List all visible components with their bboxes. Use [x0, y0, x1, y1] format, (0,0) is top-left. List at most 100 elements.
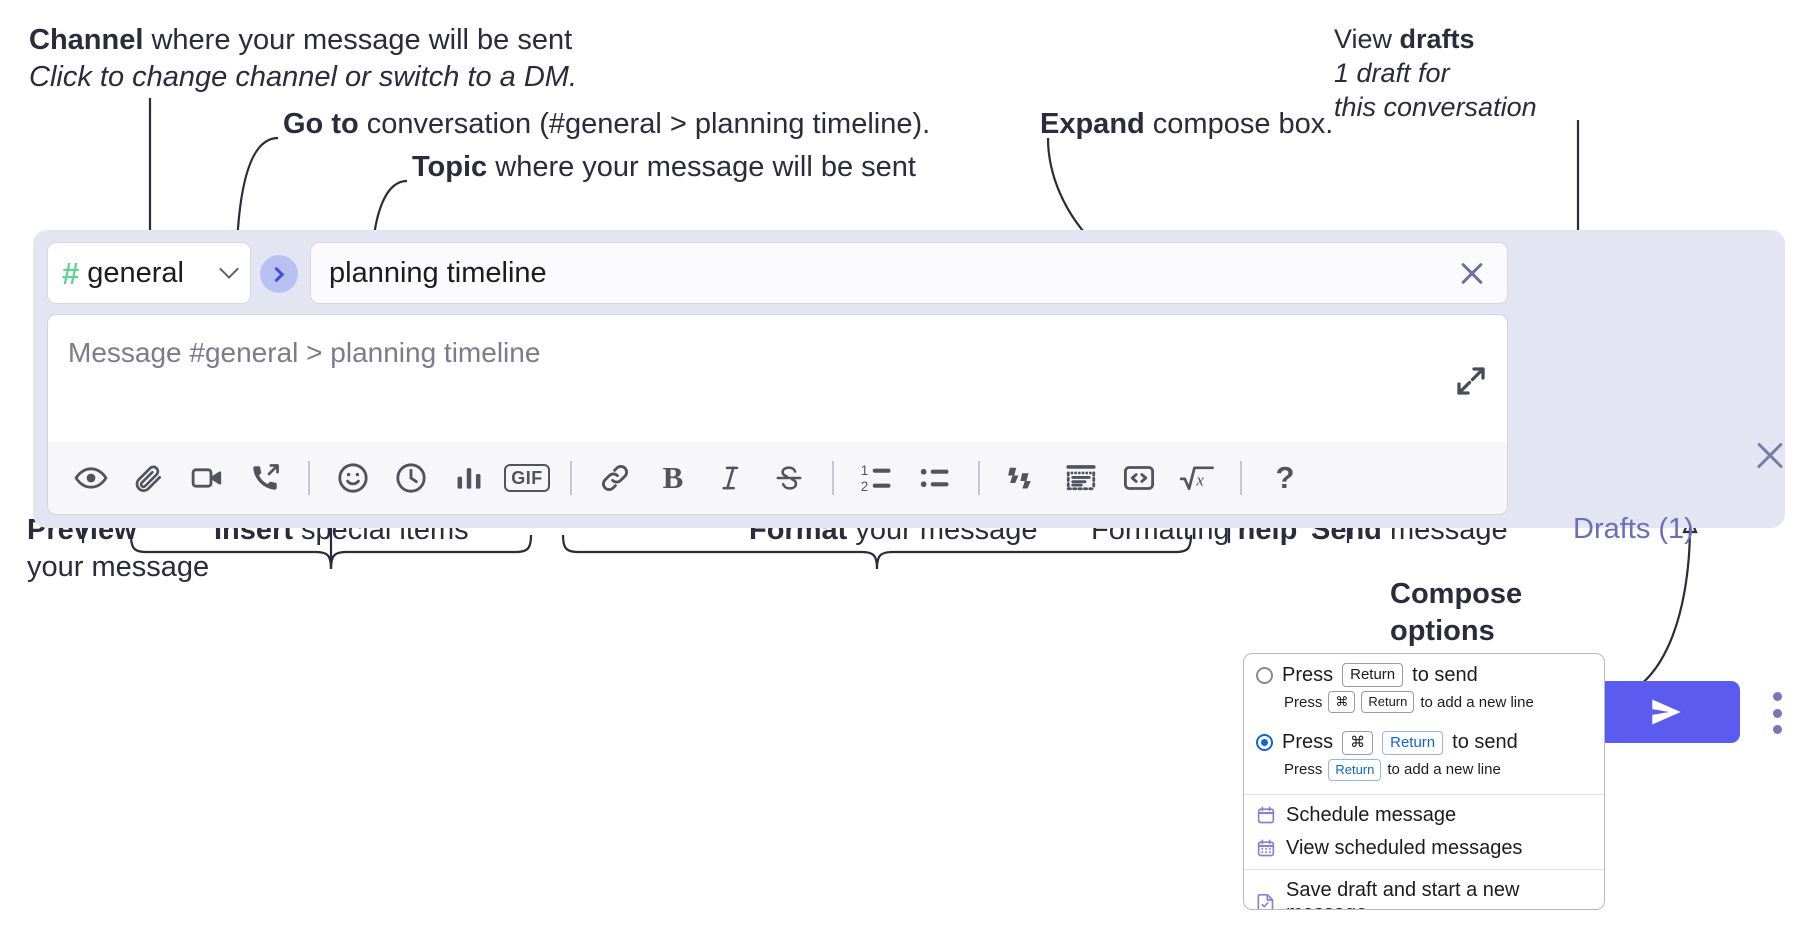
video-icon[interactable]	[178, 451, 236, 505]
close-icon[interactable]	[1751, 437, 1789, 475]
radio-button[interactable]	[1256, 666, 1273, 684]
compose-options-menu: Press Return to send Press ⌘ Return to a…	[1243, 653, 1605, 910]
inline-code-icon[interactable]	[1110, 451, 1168, 505]
menu-divider	[1244, 793, 1604, 795]
menu-divider	[1244, 868, 1604, 870]
svg-text:2: 2	[861, 479, 868, 494]
menu-item-label: View scheduled messages	[1286, 836, 1523, 859]
goto-conversation-button[interactable]	[260, 255, 298, 293]
formatting-toolbar: GIF B	[48, 442, 1507, 514]
annotation-preview-rest: your message	[27, 550, 210, 583]
chevron-right-icon	[268, 266, 284, 282]
option-2-sub-action: to add a new line	[1387, 761, 1501, 779]
annotation-goto: Go to conversation (#general > planning …	[283, 106, 983, 143]
blockquote-icon[interactable]	[994, 451, 1052, 505]
svg-text:x: x	[1195, 471, 1204, 490]
close-icon[interactable]	[1455, 256, 1489, 290]
radio-button-selected[interactable]	[1256, 734, 1273, 752]
annotation-goto-rest: conversation (#general > planning timeli…	[358, 108, 931, 140]
key-return: Return	[1342, 663, 1404, 688]
toolbar-divider	[978, 461, 980, 495]
option-1-action: to send	[1412, 663, 1478, 686]
schedule-clock-icon[interactable]	[382, 451, 440, 505]
option-1-sub-press: Press	[1284, 693, 1323, 711]
bold-label: B	[662, 460, 684, 495]
annotation-drafts: View drafts 1 draft for this conversatio…	[1334, 22, 1804, 124]
poll-icon[interactable]	[440, 451, 498, 505]
annotation-expand-rest: compose box.	[1144, 108, 1334, 140]
key-return: Return	[1361, 691, 1415, 713]
menu-item-schedule-message[interactable]: Schedule message	[1244, 799, 1604, 832]
annotation-compose-options-bold-1: Compose	[1390, 578, 1523, 610]
code-block-icon[interactable]	[1052, 451, 1110, 505]
option-1-press: Press	[1282, 663, 1334, 686]
annotation-drafts-italic-1: 1 draft for	[1334, 58, 1450, 89]
vertical-dots-icon-dot	[1772, 708, 1782, 718]
help-label: ?	[1275, 460, 1295, 495]
expand-arrows-icon[interactable]	[1453, 363, 1489, 399]
huddle-call-icon[interactable]	[236, 451, 294, 505]
annotation-drafts-bold: drafts	[1399, 24, 1475, 54]
compose-panel: # general planning timeline Message #gen…	[33, 230, 1785, 743]
toolbar-divider	[570, 461, 572, 495]
option-2-subtext: Press Return to add a new line	[1244, 757, 1604, 790]
annotation-goto-bold: Go to	[283, 108, 359, 140]
annotation-compose-options-bold-2: options	[1390, 614, 1495, 647]
option-2-action: to send	[1452, 731, 1518, 754]
italic-icon[interactable]	[702, 451, 760, 505]
toolbar-divider	[832, 461, 834, 495]
annotation-channel-rest: where your message will be sent	[143, 24, 573, 56]
annotation-topic: Topic where your message will be sent	[412, 149, 1112, 186]
topic-field[interactable]: planning timeline	[310, 242, 1508, 304]
attachment-icon[interactable]	[120, 451, 178, 505]
key-command: ⌘	[1342, 730, 1374, 756]
formatting-help-icon[interactable]: ?	[1256, 451, 1314, 505]
annotation-topic-rest: where your message will be sent	[487, 151, 916, 183]
svg-text:1: 1	[861, 463, 868, 478]
annotation-channel-bold: Channel	[29, 24, 144, 56]
menu-item-view-scheduled-messages[interactable]: View scheduled messages	[1244, 832, 1604, 865]
topic-value: planning timeline	[329, 256, 547, 289]
compose-options-button[interactable]	[1766, 692, 1788, 734]
drafts-link[interactable]: Drafts (1)	[1573, 513, 1694, 545]
link-icon[interactable]	[586, 451, 644, 505]
annotation-drafts-italic-2: this conversation	[1334, 92, 1537, 123]
menu-item-label: Schedule message	[1286, 803, 1457, 826]
channel-selector[interactable]: # general	[47, 242, 251, 304]
toolbar-divider	[308, 461, 310, 495]
strikethrough-icon[interactable]	[760, 451, 818, 505]
message-input[interactable]: Message #general > planning timeline	[48, 315, 1507, 443]
key-return: Return	[1328, 759, 1382, 781]
menu-radio-option-cmd-return[interactable]: Press ⌘ Return to send	[1244, 722, 1604, 757]
bold-icon[interactable]: B	[644, 451, 702, 505]
annotation-channel: Channel where your message will be sent …	[29, 22, 649, 95]
bulleted-list-icon[interactable]	[906, 451, 964, 505]
calendar-grid-icon	[1256, 838, 1276, 858]
hash-icon: #	[62, 255, 80, 291]
message-placeholder: Message #general > planning timeline	[68, 337, 541, 368]
calendar-icon	[1256, 805, 1276, 825]
send-button[interactable]	[1592, 681, 1740, 743]
emoji-icon[interactable]	[324, 451, 382, 505]
chevron-down-icon	[219, 259, 239, 279]
gif-label: GIF	[504, 464, 550, 492]
key-command: ⌘	[1328, 691, 1356, 713]
math-icon[interactable]: x	[1168, 451, 1226, 505]
gif-icon[interactable]: GIF	[498, 451, 556, 505]
compose-inner: # general planning timeline Message #gen…	[47, 242, 1508, 515]
annotation-channel-italic: Click to change channel or switch to a D…	[29, 60, 578, 93]
annotation-expand-bold: Expand	[1040, 108, 1145, 140]
option-2-sub-press: Press	[1284, 761, 1323, 779]
menu-radio-option-return[interactable]: Press Return to send	[1244, 654, 1604, 689]
channel-name: general	[87, 256, 184, 289]
menu-item-save-draft[interactable]: Save draft and start a new message	[1244, 874, 1604, 909]
message-box: Message #general > planning timeline	[47, 314, 1508, 515]
menu-item-label: Save draft and start a new message	[1286, 878, 1520, 909]
preview-icon[interactable]	[62, 451, 120, 505]
annotation-drafts-lead: View	[1334, 24, 1400, 54]
save-draft-icon	[1256, 892, 1276, 909]
key-return: Return	[1382, 730, 1444, 756]
option-1-sub-action: to add a new line	[1420, 693, 1534, 711]
